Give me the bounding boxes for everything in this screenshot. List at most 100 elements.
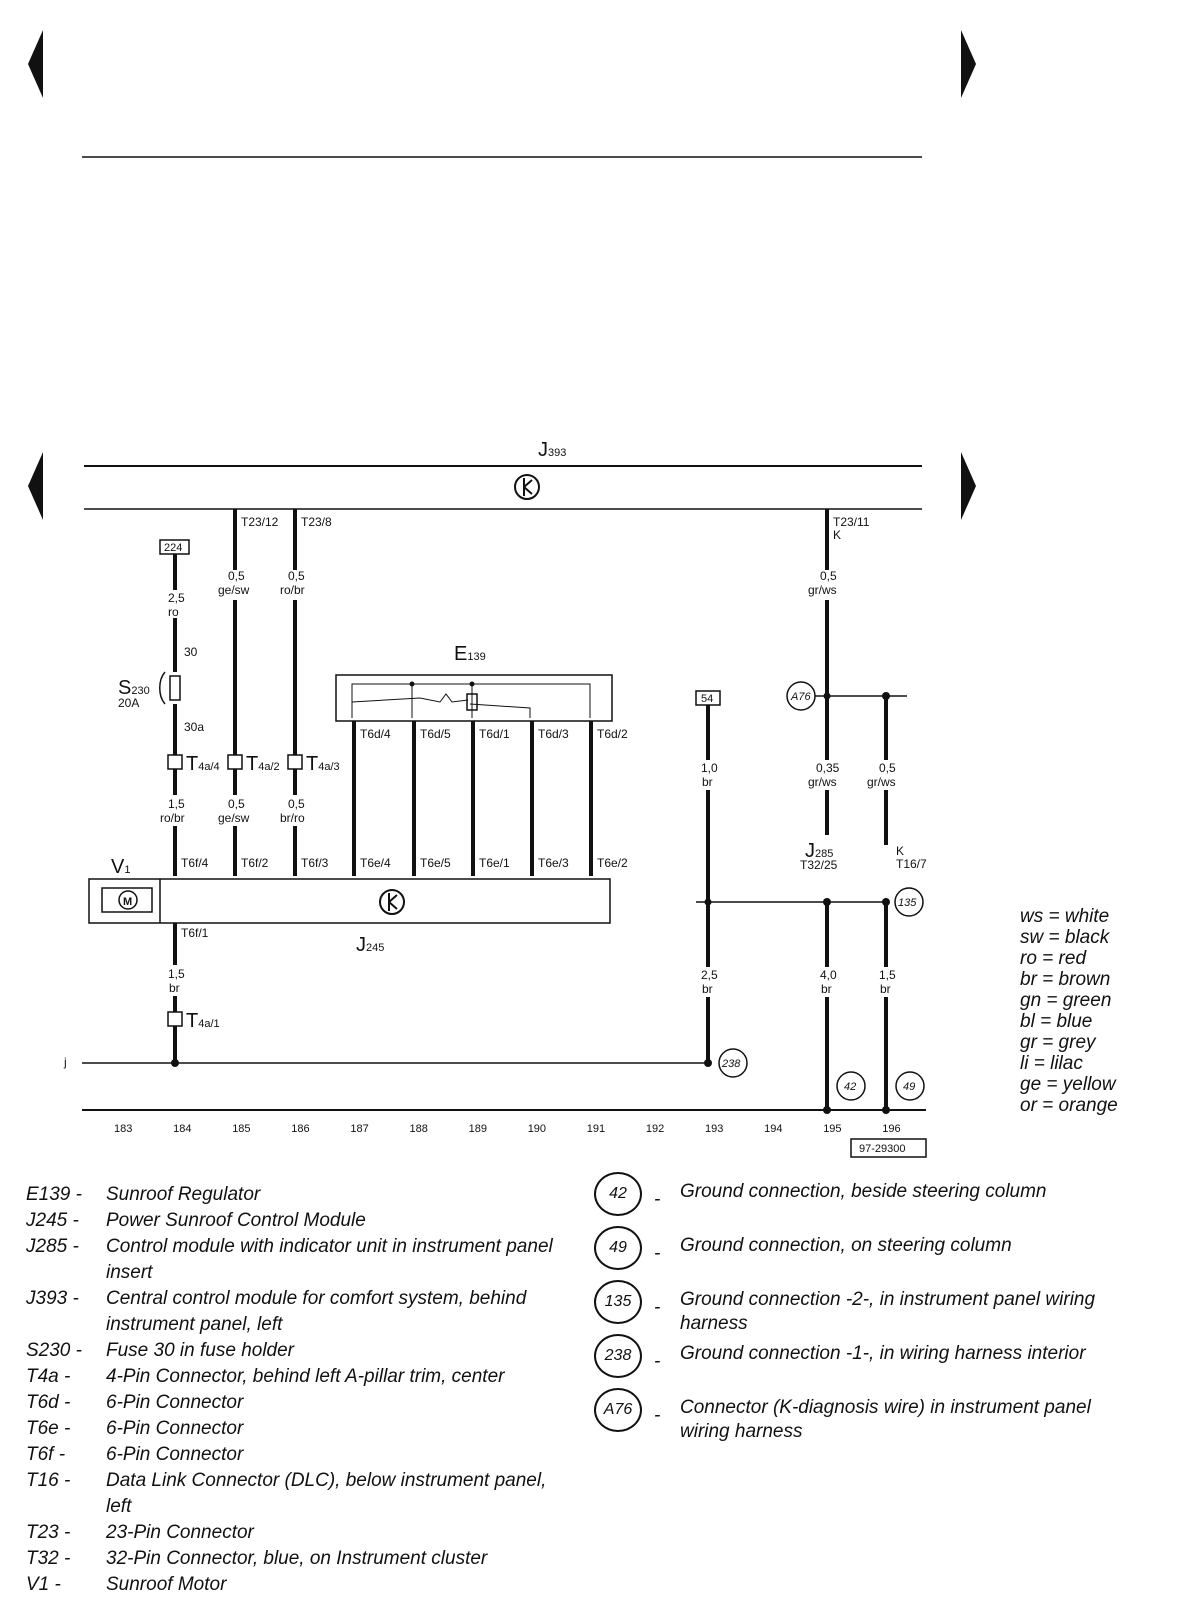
svg-text:br/ro: br/ro (280, 811, 305, 825)
svg-text:A76: A76 (790, 691, 811, 703)
color-key-entry: gr = grey (1020, 1032, 1096, 1053)
legend-code: J285 - (26, 1236, 79, 1257)
track-number: 183 (114, 1123, 132, 1135)
ground-dash: - (654, 1351, 661, 1372)
ground-dash: - (654, 1297, 661, 1318)
svg-text:T23/11: T23/11 (833, 515, 870, 529)
svg-text:30a: 30a (184, 720, 204, 734)
svg-text:br: br (880, 982, 891, 996)
svg-text:4,0: 4,0 (820, 968, 837, 982)
track-number: 184 (173, 1123, 191, 1135)
ground-dash: - (654, 1405, 661, 1426)
j245-label: J245 (356, 934, 384, 956)
svg-text:0,5: 0,5 (288, 569, 305, 583)
color-key-entry: ws = white (1020, 906, 1110, 927)
legend-code: V1 - (26, 1574, 61, 1595)
legend-description: 32-Pin Connector, blue, on Instrument cl… (106, 1548, 488, 1569)
legend-description: Fuse 30 in fuse holder (106, 1340, 295, 1361)
svg-text:T16/7: T16/7 (896, 857, 927, 871)
svg-text:ge/sw: ge/sw (218, 583, 250, 597)
figure-code: 97-29300 (859, 1143, 906, 1155)
svg-text:br: br (169, 981, 180, 995)
track-195-wiring: T23/11 K 0,5 gr/ws A76 0,35 gr/ws J285 T… (786, 509, 907, 1114)
legend-description: Sunroof Motor (106, 1574, 227, 1595)
t4a3-label: T4a/3 (306, 753, 340, 775)
j393-module-symbol (514, 474, 540, 500)
svg-text:K: K (896, 844, 904, 858)
legend-description: 6-Pin Connector (106, 1392, 244, 1413)
tracks-187-191-wiring: T6d/4 T6d/5 T6d/1 T6d/3 T6d/2 T6e/4 T6e/… (352, 721, 628, 876)
track-number: 194 (764, 1123, 782, 1135)
legend-code: T6d - (26, 1392, 71, 1413)
ground-number-circle: 238 (594, 1334, 642, 1378)
track-186-wiring: T23/8 0,5 ro/br T4a/3 0,5 br/ro T6f/3 (280, 509, 340, 876)
e139-regulator: E139 (335, 643, 613, 722)
svg-text:br: br (702, 982, 713, 996)
legend-code: T4a - (26, 1366, 71, 1387)
motor-symbol (101, 887, 153, 913)
prev-section-arrow[interactable] (28, 452, 43, 520)
color-key-entry: bl = blue (1020, 1011, 1093, 1032)
svg-text:30: 30 (184, 645, 198, 659)
color-key-entry: br = brown (1020, 969, 1111, 990)
svg-text:54: 54 (701, 693, 713, 705)
color-key-entry: gn = green (1020, 990, 1112, 1011)
track-184-lower: T6f/1 1,5 br T4a/1 (167, 923, 220, 1063)
legend-description: Control module with indicator unit in in… (106, 1236, 553, 1283)
ground-description: Connector (K-diagnosis wire) in instrume… (680, 1397, 1091, 1442)
ground-49-marker (895, 1071, 925, 1101)
legend-code: T23 - (26, 1522, 71, 1543)
color-key-entry: or = orange (1020, 1095, 1118, 1116)
j285-label: J285 (805, 840, 833, 862)
svg-text:ro: ro (168, 605, 179, 619)
e139-label: E139 (454, 643, 486, 665)
legend-description: 23-Pin Connector (106, 1522, 254, 1543)
svg-text:br: br (702, 775, 713, 789)
svg-text:K: K (833, 528, 841, 542)
s230-label: S230 (118, 677, 150, 699)
svg-text:1,5: 1,5 (168, 797, 185, 811)
t4a1-label: T4a/1 (186, 1010, 220, 1032)
track-number: 189 (469, 1123, 487, 1135)
legend-description: 4-Pin Connector, behind left A-pillar tr… (106, 1366, 505, 1387)
svg-text:T6f/3: T6f/3 (301, 856, 329, 870)
svg-text:T6d/2: T6d/2 (597, 727, 628, 741)
legend-description: Data Link Connector (DLC), below instrum… (106, 1470, 547, 1517)
svg-text:238: 238 (721, 1058, 741, 1070)
legend-code: S230 - (26, 1340, 82, 1361)
t4a4-label: T4a/4 (186, 753, 220, 775)
track-number: 195 (823, 1123, 841, 1135)
svg-text:135: 135 (898, 897, 917, 909)
svg-text:1,0: 1,0 (701, 761, 718, 775)
ground-legend-row: 49-Ground connection, on steering column (594, 1226, 1154, 1284)
ground-42-marker (836, 1071, 866, 1101)
legend-code: T6e - (26, 1418, 71, 1439)
svg-text:T6f/1: T6f/1 (181, 926, 209, 940)
legend-code: T16 - (26, 1470, 71, 1491)
svg-text:0,5: 0,5 (288, 797, 305, 811)
svg-text:T6e/4: T6e/4 (360, 856, 391, 870)
s230-rating: 20A (118, 696, 139, 710)
svg-text:T6e/2: T6e/2 (597, 856, 628, 870)
svg-text:T23/8: T23/8 (301, 515, 332, 529)
prev-page-arrow[interactable] (28, 30, 43, 98)
svg-text:gr/ws: gr/ws (867, 775, 896, 789)
next-section-arrow[interactable] (961, 452, 976, 520)
legend-code: E139 - (26, 1184, 82, 1205)
ground-135-marker (894, 887, 924, 917)
motor-m-letter: M (123, 896, 132, 908)
track-number: 186 (291, 1123, 309, 1135)
track-number: 193 (705, 1123, 723, 1135)
svg-text:T6d/4: T6d/4 (360, 727, 391, 741)
ground-dash: - (654, 1243, 661, 1264)
next-page-arrow[interactable] (961, 30, 976, 98)
svg-text:ro/br: ro/br (280, 583, 305, 597)
svg-text:2,5: 2,5 (701, 968, 718, 982)
ground-238-marker (718, 1048, 748, 1078)
svg-text:T6e/5: T6e/5 (420, 856, 451, 870)
svg-text:gr/ws: gr/ws (808, 775, 837, 789)
ground-legend: 42-Ground connection, beside steering co… (594, 1172, 1154, 1460)
legend-description: 6-Pin Connector (106, 1444, 244, 1465)
